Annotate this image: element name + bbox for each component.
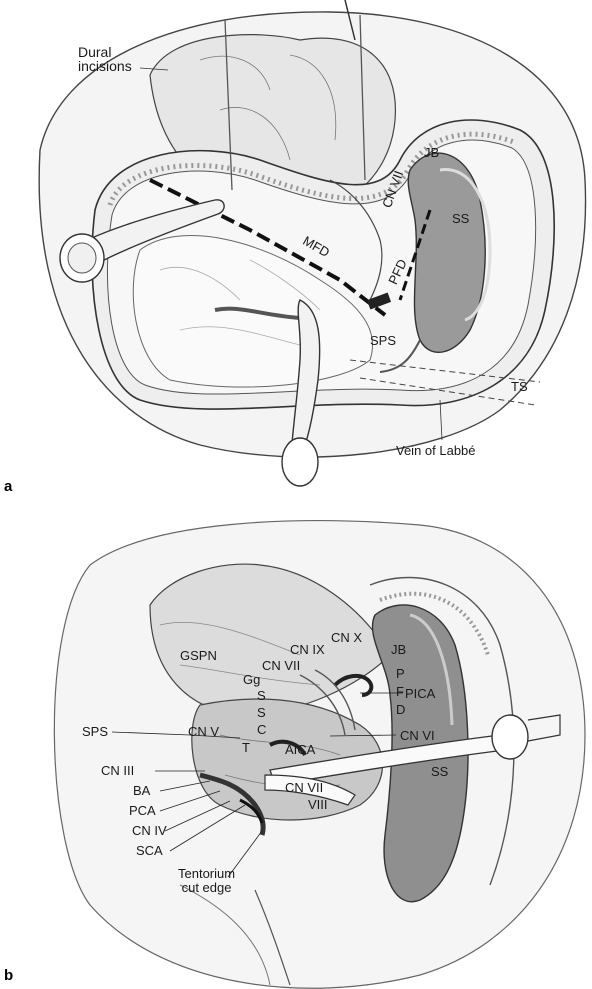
retractor-bottom-knob xyxy=(281,437,319,487)
label-jb: JB xyxy=(424,145,440,160)
label-b-s2: S xyxy=(257,705,266,720)
label-b-f: F xyxy=(396,684,404,699)
label-b-ba: BA xyxy=(133,783,151,798)
label-b-ss: SS xyxy=(431,764,449,779)
label-ss: SS xyxy=(452,211,470,226)
panel-a: Dural incisions JB SS CN VII MFD PFD SPS… xyxy=(4,0,587,495)
label-b-cn-vii: CN VII xyxy=(262,658,301,673)
label-b-d: D xyxy=(396,702,406,717)
basilar-vessels xyxy=(199,772,266,836)
retractor-left xyxy=(68,199,225,269)
label-b-pca: PCA xyxy=(129,803,156,818)
label-b-cn-ix: CN IX xyxy=(290,642,325,657)
label-b-sca: SCA xyxy=(136,843,163,858)
label-ts: TS xyxy=(511,379,528,394)
sigmoid-sinus xyxy=(407,152,486,353)
label-vein-of-labbe: Vein of Labbé xyxy=(396,443,476,458)
label-b-aica: AICA xyxy=(285,742,316,757)
label-b-cn-iv: CN IV xyxy=(132,823,167,838)
mfd-incision-line xyxy=(149,178,387,317)
panel-b-letter: b xyxy=(4,967,14,984)
label-dural-incisions: Dural incisions xyxy=(78,44,132,74)
label-b-gspn: GSPN xyxy=(180,648,217,663)
label-b-s1: S xyxy=(257,688,266,703)
label-sps: SPS xyxy=(370,333,397,348)
retractor-right-knob xyxy=(491,714,529,760)
label-b-tentorium: Tentorium cut edge xyxy=(178,866,236,895)
label-b-viii: VIII xyxy=(308,797,328,812)
label-b-p: P xyxy=(396,666,405,681)
label-b-cn-v: CN V xyxy=(188,724,220,739)
label-b-sps: SPS xyxy=(82,724,109,739)
panel-a-letter: a xyxy=(4,478,13,495)
label-b-c: C xyxy=(257,722,267,737)
label-b-cn-x: CN X xyxy=(331,630,363,645)
label-b-cn-vi: CN VI xyxy=(400,728,435,743)
pfd-incision-line xyxy=(398,209,432,301)
label-b-cn-vii-a: CN VII xyxy=(285,780,324,795)
label-b-gg: Gg xyxy=(243,672,261,687)
label-b-t: T xyxy=(242,740,250,755)
panel-b-illustration xyxy=(53,520,586,989)
ts-lines xyxy=(349,359,541,406)
label-b-pica: PICA xyxy=(405,686,436,701)
panel-b: JB GSPN Gg CN IX CN X CN VII P F D PICA … xyxy=(0,505,592,989)
aica-vessel xyxy=(269,739,307,757)
label-b-cn-iii: CN III xyxy=(101,763,135,778)
panel-a-illustration xyxy=(38,0,587,487)
label-b-jb: JB xyxy=(391,642,407,657)
